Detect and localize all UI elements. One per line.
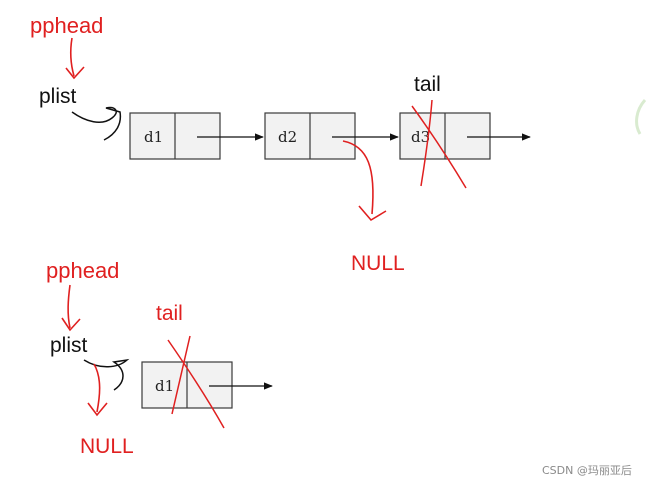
top-tail-strike-2 [411,105,467,189]
top-scenario: pphead plist d1 d2 d3 tail [30,13,531,275]
bottom-node-d1-label: d1 [155,377,174,395]
watermark: CSDN @玛丽亚后 [542,464,632,477]
bottom-node-d1: d1 [141,361,233,409]
top-pphead-arrow [69,37,75,77]
bottom-scenario: pphead plist NULL d1 tail [46,258,273,458]
bottom-null-label: NULL [80,435,134,458]
bottom-pphead-arrow [67,284,71,329]
bottom-tail-strike-2 [167,339,225,429]
bottom-plist-pointer [83,358,130,391]
top-null-arrowhead [358,205,387,222]
top-null-arrow [342,140,374,215]
bottom-tail-label: tail [156,302,183,325]
bottom-null-arrow [93,363,101,413]
top-plist-label: plist [39,85,77,108]
edge-mark [635,98,647,135]
top-pphead-arrowhead [65,66,85,80]
top-tail-label: tail [414,73,441,96]
top-node-d2-label: d2 [278,128,297,146]
top-node-d3: d3 [399,112,491,160]
top-tail-strike-1 [420,99,433,187]
bottom-null-arrowhead [87,402,108,417]
top-node-d1: d1 [129,112,221,160]
top-node-d1-label: d1 [144,128,163,146]
top-node-d2: d2 [264,112,356,160]
top-null-label: NULL [351,252,405,275]
top-pphead-label: pphead [30,13,103,38]
bottom-pphead-label: pphead [46,258,119,283]
bottom-pphead-arrowhead [61,317,81,332]
top-node-d3-label: d3 [411,128,430,146]
top-plist-pointer [71,106,122,141]
bottom-tail-strike-1 [171,335,191,415]
bottom-plist-label: plist [50,334,88,357]
